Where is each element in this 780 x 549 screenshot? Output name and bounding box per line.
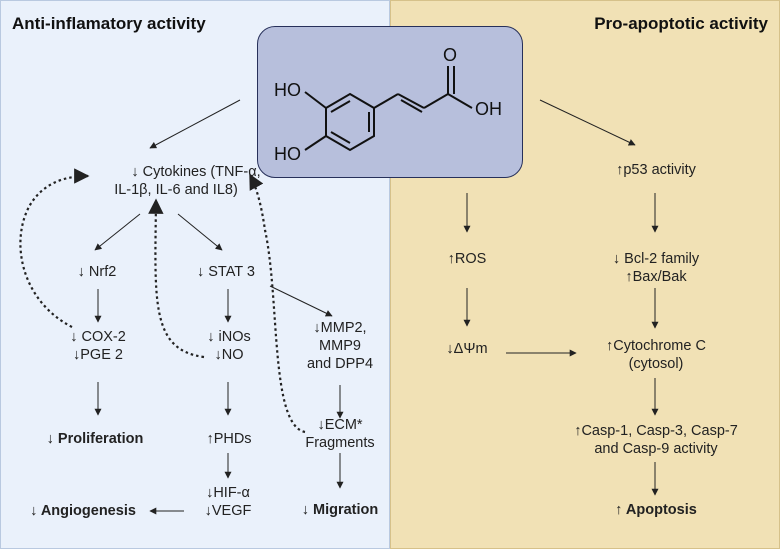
arrow-molecule-to-cytokines [149,99,241,149]
hif-label: ↓HIF-α [206,485,250,501]
molecule-acid-oh: OH [475,99,502,119]
right-panel-title: Pro-apoptotic activity [594,14,768,33]
cytokines-label-line2: IL-1β, IL-6 and IL8) [114,182,238,198]
proliferation-label: ↓ Proliferation [46,431,144,447]
p53-label: ↑p53 activity [616,162,696,178]
caffeic-acid-molecule [304,66,473,152]
left-panel-title: Anti-inflamatory activity [12,14,206,33]
ecm-label-line1: ↓ECM* [317,417,363,433]
no-label: ↓NO [214,347,244,363]
dashed-cox2-to-cytokines [19,168,90,328]
delta-psi-label: ↓ΔΨm [446,341,488,357]
arrow-stat3-to-mmp [269,285,333,317]
bcl2-label: ↓ Bcl-2 family [612,251,700,267]
caspase-label-line2: and Casp-9 activity [594,441,718,457]
arrow-molecule-to-p53 [539,99,636,146]
ecm-label-line2: Fragments [305,435,375,451]
ros-label: ↑ROS [447,251,487,267]
stat3-label: ↓ STAT 3 [196,264,255,280]
molecule-carbonyl-o: O [443,45,457,65]
pge2-label: ↓PGE 2 [73,347,123,363]
molecule-ho-top: HO [274,80,301,100]
angiogenesis-label: ↓ Angiogenesis [30,503,136,519]
dashed-ecm-to-cytokines [249,173,306,434]
arrow-cytokines-to-stat3 [177,213,223,251]
cytochrome-c-label-line2: (cytosol) [628,356,684,372]
dashed-no-to-cytokines [148,198,205,359]
cox2-label: ↓ COX-2 [70,329,126,345]
mmp-label-line2: MMP9 [319,338,361,354]
apoptosis-label: ↑ Apoptosis [615,502,697,518]
nrf2-label: ↓ Nrf2 [77,264,117,280]
vegf-label: ↓VEGF [204,503,252,519]
baxbak-label: ↑Bax/Bak [625,269,687,285]
inos-label: ↓ iNOs [207,329,251,345]
phds-label: ↑PHDs [206,431,252,447]
caffeic-acid-structure-box [257,26,523,178]
arrow-cytokines-to-nrf2 [94,213,141,251]
cytokines-label-line1: ↓ Cytokines (TNF-α, [131,164,261,180]
molecule-ho-bottom: HO [274,144,301,164]
mmp-label-line1: ↓MMP2, [313,320,367,336]
migration-label: ↓ Migration [301,502,379,518]
caspase-label-line1: ↑Casp-1, Casp-3, Casp-7 [574,423,738,439]
mmp-label-line3: and DPP4 [306,356,374,372]
cytochrome-c-label-line1: ↑Cytochrome C [606,338,706,354]
